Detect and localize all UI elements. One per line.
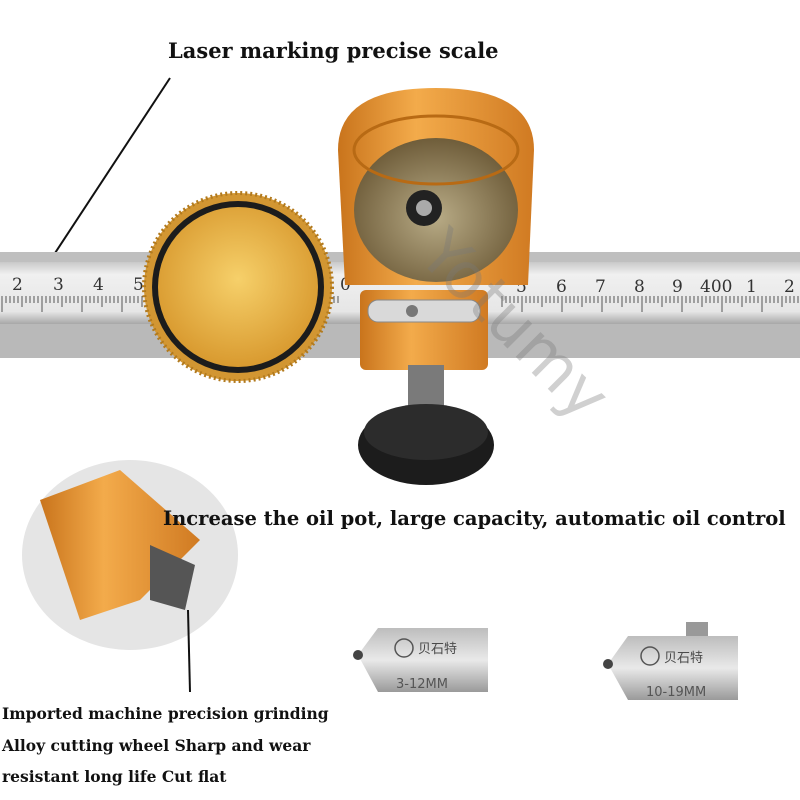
ruler-number: 4 [93,275,104,295]
tightening-knob [358,365,494,485]
ruler-number: 9 [672,277,683,297]
grinding-caption-line-1: Imported machine precision grinding [2,704,329,723]
cutter-head-closeup [22,460,238,693]
ruler-number: 6 [556,277,567,297]
grinding-caption-line-2: Alloy cutting wheel Sharp and wear [2,736,311,755]
ruler-number: 5 [516,277,527,297]
ruler-number: 2 [784,277,795,297]
oil-pot [338,88,534,370]
blade-small-size: 3-12MM [396,677,448,692]
ruler-number: 7 [595,277,606,297]
ruler-number: 3 [53,275,64,295]
blade-small: 贝石特 3-12MM [353,628,488,692]
scale-leader-line [35,77,171,283]
ruler-number: 400 [700,277,732,297]
blade-large-size: 10-19MM [646,685,706,700]
ruler-number: 1 [746,277,757,297]
ruler-number: 5 [133,275,144,295]
closeup-leader-line [187,609,191,693]
grinding-caption-line-3: resistant long life Cut flat [2,767,227,786]
blade-small-brand: 贝石特 [418,642,457,657]
blade-large: 贝石特 10-19MM [603,622,738,700]
blade-large-brand: 贝石特 [664,651,703,666]
ruler-number: 8 [634,277,645,297]
ruler-number: 2 [12,275,23,295]
scale-magnifier [142,191,334,383]
scale-caption: Laser marking precise scale [168,38,499,63]
oil-pot-caption: Increase the oil pot, large capacity, au… [163,507,786,530]
ruler-numbers-right: 5 6 7 8 9 400 1 2 [516,277,795,297]
ruler-ticks [1,296,799,312]
